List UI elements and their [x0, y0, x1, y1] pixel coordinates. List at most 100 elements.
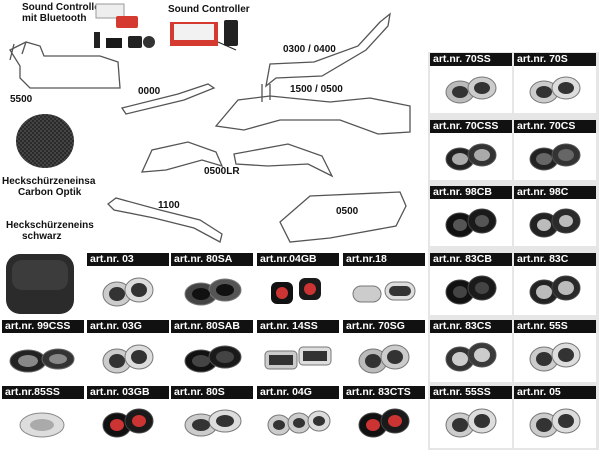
- tip-tile-05[interactable]: art.nr. 05: [514, 386, 596, 448]
- tip-label: art.nr. 70SG: [343, 320, 425, 333]
- sound-controller-label: Sound Controller: [168, 4, 250, 15]
- tailpipe-image: [529, 76, 581, 104]
- tip-tile-70sg[interactable]: art.nr. 70SG: [343, 320, 425, 384]
- tip-tile-80sab[interactable]: art.nr. 80SAB: [171, 320, 253, 384]
- carbon-insert-label: Heckschürzeneinsa Carbon Optik: [2, 176, 96, 198]
- sound-controller-bt-kit-image: [86, 2, 166, 54]
- tip-label: art.nr. 80SA: [171, 253, 253, 266]
- tip-tile-70s[interactable]: art.nr. 70S: [514, 53, 596, 113]
- tip-tile-83cb[interactable]: art.nr. 83CB: [430, 253, 512, 315]
- tip-tile-18[interactable]: art.nr.18: [343, 253, 425, 317]
- tip-label: art.nr. 55SS: [430, 386, 512, 399]
- part-0300-0400-label: 0300 / 0400: [283, 44, 336, 55]
- tip-tile-80s[interactable]: art.nr. 80S: [171, 386, 253, 448]
- tip-tile-70cs[interactable]: art.nr. 70CS: [514, 120, 596, 180]
- tip-label: art.nr. 98C: [514, 186, 596, 199]
- tip-label: art.nr. 83CB: [430, 253, 512, 266]
- tip-tile-03gb[interactable]: art.nr. 03GB: [87, 386, 169, 448]
- tip-tile-55ss[interactable]: art.nr. 55SS: [430, 386, 512, 448]
- tip-tile-04gb[interactable]: art.nr.04GB: [257, 253, 339, 317]
- exhaust-diagram-1100: [104, 190, 228, 244]
- tip-label: art.nr. 70CSS: [430, 120, 512, 133]
- tip-tile-83cts[interactable]: art.nr. 83CTS: [343, 386, 425, 448]
- tip-label: art.nr. 70S: [514, 53, 596, 66]
- tip-tile-85ss[interactable]: art.nr.85SS: [2, 386, 84, 448]
- exhaust-diagram-0000: [118, 78, 218, 122]
- part-0500-label: 0500: [336, 206, 359, 217]
- tailpipe-image: [184, 409, 242, 437]
- tip-label: art.nr. 80SAB: [171, 320, 253, 333]
- exhaust-diagram-0300-0400: [262, 6, 402, 90]
- tailpipe-image: [9, 348, 75, 373]
- exhaust-diagram-0500lr: [138, 136, 338, 186]
- right-tiles-panel: [428, 52, 599, 450]
- sound-controller-bt-label: Sound Controller mit Bluetooth: [22, 2, 104, 24]
- tip-label: art.nr. 04G: [257, 386, 339, 399]
- carbon-insert-image: [14, 112, 76, 170]
- tip-tile-03[interactable]: art.nr. 03: [87, 253, 169, 317]
- tailpipe-image: [102, 277, 154, 307]
- part-5500-label: 5500: [10, 94, 33, 105]
- tip-label: art.nr. 03: [87, 253, 169, 266]
- tip-label: art.nr. 05: [514, 386, 596, 399]
- tip-tile-80sa[interactable]: art.nr. 80SA: [171, 253, 253, 317]
- tip-tile-70css[interactable]: art.nr. 70CSS: [430, 120, 512, 180]
- tip-label: art.nr. 83CTS: [343, 386, 425, 399]
- tailpipe-image: [529, 275, 581, 305]
- tip-label: art.nr. 55S: [514, 320, 596, 333]
- tip-tile-83c[interactable]: art.nr. 83C: [514, 253, 596, 315]
- tailpipe-image: [445, 76, 497, 104]
- black-insert-label: Heckschürzeneins schwarz: [6, 220, 94, 242]
- tip-tile-14ss[interactable]: art.nr. 14SS: [257, 320, 339, 384]
- tip-tile-03g[interactable]: art.nr. 03G: [87, 320, 169, 384]
- tip-label: art.nr.18: [343, 253, 425, 266]
- tip-label: art.nr. 80S: [171, 386, 253, 399]
- tip-tile-04g[interactable]: art.nr. 04G: [257, 386, 339, 448]
- tip-label: art.nr.04GB: [257, 253, 339, 266]
- sound-controller-image: [168, 16, 246, 56]
- tip-tile-83cs[interactable]: art.nr. 83CS: [430, 320, 512, 382]
- tip-label: art.nr.85SS: [2, 386, 84, 399]
- tip-tile-99css[interactable]: art.nr. 99CSS: [2, 320, 84, 384]
- tip-tile-98c[interactable]: art.nr. 98C: [514, 186, 596, 246]
- tailpipe-image: [529, 208, 581, 238]
- exhaust-diagram-0500: [270, 186, 412, 248]
- tip-label: art.nr. 98CB: [430, 186, 512, 199]
- tailpipe-image: [267, 410, 331, 436]
- exhaust-diagram-1500-0500: [210, 80, 415, 140]
- tip-tile-55s[interactable]: art.nr. 55S: [514, 320, 596, 382]
- tip-label: art.nr. 83C: [514, 253, 596, 266]
- tip-label: art.nr. 70SS: [430, 53, 512, 66]
- part-0000-label: 0000: [138, 86, 161, 97]
- tip-label: art.nr. 03G: [87, 320, 169, 333]
- tip-label: art.nr. 70CS: [514, 120, 596, 133]
- tailpipe-image: [445, 275, 497, 305]
- tip-label: art.nr. 14SS: [257, 320, 339, 333]
- tailpipe-image: [358, 344, 410, 374]
- part-1100-label: 1100: [158, 200, 180, 211]
- tailpipe-image: [184, 345, 242, 373]
- tailpipe-image: [445, 208, 497, 238]
- tailpipe-image: [19, 412, 65, 438]
- tip-label: art.nr. 99CSS: [2, 320, 84, 333]
- tailpipe-image: [445, 342, 497, 372]
- part-1500-0500-label: 1500 / 0500: [290, 84, 343, 95]
- tailpipe-image: [352, 281, 416, 303]
- exhaust-diagram-5500: [0, 30, 130, 100]
- tailpipe-image: [529, 342, 581, 372]
- tip-tile-98cb[interactable]: art.nr. 98CB: [430, 186, 512, 246]
- tip-label: art.nr. 03GB: [87, 386, 169, 399]
- tailpipe-image: [184, 278, 242, 306]
- part-0500lr-label: 0500LR: [204, 166, 240, 177]
- tailpipe-image: [445, 408, 497, 438]
- tailpipe-image: [529, 408, 581, 438]
- tailpipe-image: [264, 346, 332, 370]
- tailpipe-image: [102, 408, 154, 438]
- tailpipe-image: [102, 344, 154, 374]
- tip-label: art.nr. 83CS: [430, 320, 512, 333]
- black-insert-image: [4, 250, 76, 318]
- tip-tile-70ss[interactable]: art.nr. 70SS: [430, 53, 512, 113]
- tailpipe-image: [445, 143, 497, 171]
- tailpipe-image: [271, 278, 321, 304]
- tailpipe-image: [529, 143, 581, 171]
